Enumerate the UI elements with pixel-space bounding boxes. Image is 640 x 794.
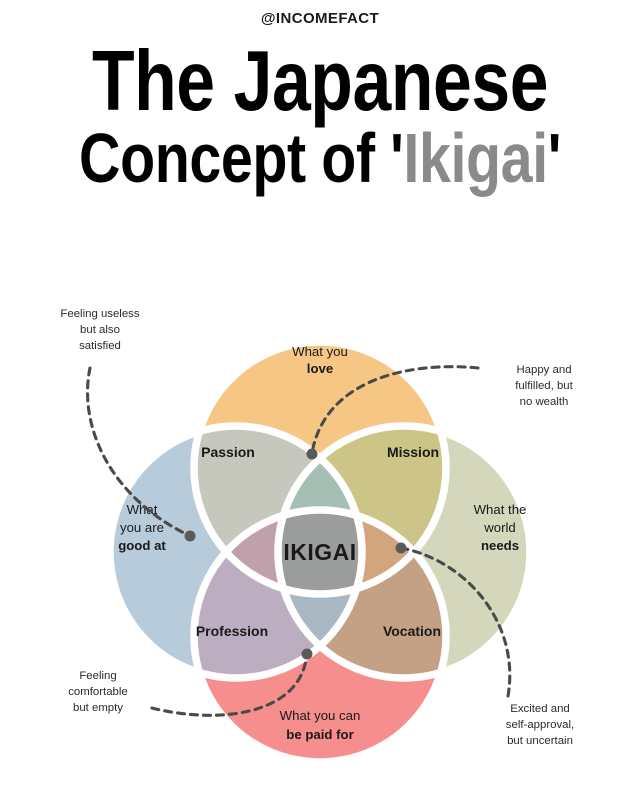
venn-svg: What you love What you are good at What … — [60, 308, 574, 766]
note-happy-line-3: no wealth — [520, 396, 569, 408]
header: @INCOMEFACT The Japanese Concept of 'Iki… — [0, 0, 640, 193]
title-line-2-prefix: Concept of ' — [79, 118, 404, 197]
title-line-2-suffix: ' — [547, 118, 562, 197]
title-line-2: Concept of 'Ikigai' — [58, 123, 583, 193]
title-line-1: The Japanese — [91, 34, 549, 129]
label-profession[interactable]: Profession — [196, 623, 268, 639]
label-good-at-line-3: good at — [118, 538, 166, 553]
note-happy-line-1: Happy and — [516, 364, 571, 376]
label-world-needs-line-3: needs — [481, 538, 519, 553]
label-vocation[interactable]: Vocation — [383, 623, 441, 639]
leader-dot-comfortable — [301, 648, 313, 660]
label-paid-for-line-2: be paid for — [286, 727, 353, 742]
note-comfortable-line-1: Feeling — [79, 670, 116, 682]
note-labels: Feeling useless but also satisfied Happy… — [60, 308, 574, 747]
note-excited: Excited and self-approval, but uncertain — [506, 703, 574, 747]
note-useless-line-2: but also — [80, 324, 120, 336]
leader-comfortable — [150, 658, 308, 717]
stroke-paid-for — [190, 506, 450, 766]
ikigai-venn-diagram: What you love What you are good at What … — [0, 296, 640, 794]
note-excited-line-1: Excited and — [510, 703, 570, 715]
label-mission[interactable]: Mission — [387, 444, 439, 460]
label-world-needs-line-2: world — [483, 520, 516, 535]
label-good-at-line-1: What — [127, 502, 158, 517]
note-useless-line-1: Feeling useless — [60, 308, 139, 320]
note-excited-line-2: self-approval, — [506, 719, 574, 731]
note-comfortable: Feeling comfortable but empty — [68, 670, 128, 714]
label-good-at-line-2: you are — [120, 520, 164, 535]
stroke-good-at — [106, 422, 366, 682]
circle-labels: What you love What you are good at What … — [118, 344, 526, 742]
leader-excited — [404, 547, 512, 698]
venn-strokes — [106, 338, 534, 766]
label-ikigai-core[interactable]: IKIGAI — [283, 539, 356, 565]
title-line-2-accent: Ikigai — [403, 118, 548, 197]
note-comfortable-line-2: comfortable — [68, 686, 128, 698]
note-happy: Happy and fulfilled, but no wealth — [515, 364, 573, 408]
page-title: The Japanese Concept of 'Ikigai' — [0, 34, 640, 193]
leader-dot-useless — [184, 530, 196, 542]
leader-dot-happy — [306, 448, 318, 460]
leader-useless — [85, 366, 188, 536]
leader-lines — [85, 365, 512, 717]
label-love-line-2: love — [307, 361, 333, 376]
note-happy-line-2: fulfilled, but — [515, 380, 573, 392]
note-useless: Feeling useless but also satisfied — [60, 308, 139, 352]
note-useless-line-3: satisfied — [79, 340, 121, 352]
label-paid-for-line-1: What you can — [280, 708, 361, 723]
note-excited-line-3: but uncertain — [507, 735, 573, 747]
stroke-love — [190, 338, 450, 598]
leader-dot-excited — [395, 542, 407, 554]
overlap-labels: Passion Mission Profession Vocation — [196, 444, 441, 639]
note-comfortable-line-3: but empty — [73, 702, 123, 714]
label-world-needs-line-1: What the — [474, 502, 527, 517]
stroke-world-needs — [274, 422, 534, 682]
label-love-line-1: What you — [292, 344, 348, 359]
label-passion[interactable]: Passion — [201, 444, 255, 460]
account-handle: @INCOMEFACT — [260, 10, 380, 27]
leader-happy — [311, 365, 480, 450]
